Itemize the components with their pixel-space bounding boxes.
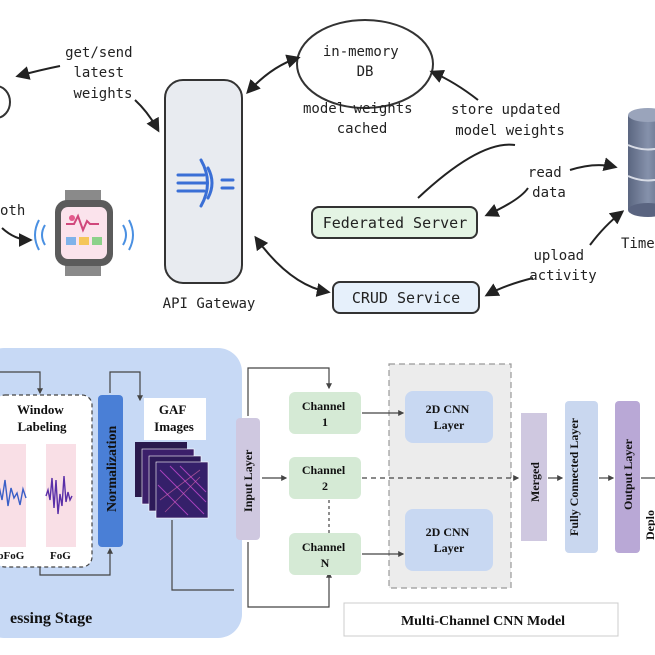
fc-layer-label: Fully Connected Layer — [567, 417, 581, 536]
merged-bar — [521, 413, 547, 541]
deploy-label: Deplo — [643, 510, 655, 540]
arrow-get-weights — [15, 65, 61, 80]
fc-layer-bar — [565, 401, 598, 553]
input-layer-bar — [236, 418, 260, 540]
line-into-window — [0, 371, 43, 395]
get-send-label: get/send latest weights — [65, 45, 141, 102]
normalization-label: Normalization — [105, 425, 120, 512]
api-gateway-label: API Gateway — [163, 296, 256, 312]
crud-service-box — [332, 281, 480, 314]
db-label: in-memory DB — [323, 44, 407, 80]
timeseries-db-icon — [627, 108, 655, 217]
federated-server-box — [311, 206, 478, 239]
api-gateway-icon — [176, 158, 235, 208]
phone-icon — [0, 85, 12, 119]
line-norm-to-gaf — [109, 371, 143, 402]
arrow-upload-db — [589, 210, 625, 246]
fog-label: FoG — [50, 550, 71, 562]
channel-1-box — [289, 392, 361, 434]
output-layer-bar — [615, 401, 640, 553]
arrow-read-db — [569, 157, 618, 172]
cnn-layer-1-label: 2D CNN Layer — [426, 402, 473, 432]
model-title-box — [343, 602, 619, 637]
channel-n-box — [289, 533, 361, 575]
nofog-signal — [0, 479, 27, 507]
read-data-label: read data — [528, 165, 570, 201]
normalization-bar — [98, 395, 123, 547]
line-input-chN — [247, 542, 332, 608]
fog-signal — [45, 475, 73, 515]
line-input-ch1 — [247, 367, 332, 416]
gaf-label-box — [144, 398, 206, 440]
channel-1-label: Channel 1 — [302, 399, 348, 429]
merged-label: Merged — [528, 462, 542, 502]
store-updated-label: store updated model weights — [451, 102, 569, 139]
line-gaf-to-input — [171, 520, 234, 591]
channel-2-label: Channel 2 — [302, 463, 348, 493]
cnn-layer-n-box — [405, 509, 493, 571]
arrow-to-gateway — [134, 99, 160, 133]
line-federated-store — [417, 143, 516, 199]
upload-activity-label: upload activity — [529, 248, 596, 284]
input-layer-label: Input Layer — [241, 449, 255, 512]
channel-2-box — [289, 457, 361, 499]
gaf-image-stack — [135, 442, 209, 519]
arrow-gateway-db — [246, 54, 301, 95]
crud-service-label: CRUD Service — [352, 289, 460, 307]
gaf-images-label: GAF Images — [154, 402, 194, 434]
output-layer-label: Output Layer — [621, 438, 635, 510]
arrow-upload-crud — [484, 277, 534, 297]
arrow-store-db — [429, 70, 479, 101]
arrow-read-federated — [484, 187, 529, 217]
model-cached-label: model weights cached — [303, 101, 421, 137]
smartwatch-icon — [34, 190, 134, 276]
bluetooth-label: oth — [0, 203, 25, 219]
cnn-layer-n-label: 2D CNN Layer — [426, 525, 473, 555]
timeseries-label: Time — [621, 236, 655, 252]
model-title-label: Multi-Channel CNN Model — [401, 614, 565, 629]
cnn-layer-1-box — [405, 391, 493, 443]
preprocessing-label: essing Stage — [10, 610, 92, 627]
channel-n-label: Channel N — [302, 540, 348, 570]
nofog-label: oFoG — [0, 550, 25, 562]
window-labeling-label: Window Labeling — [17, 402, 67, 434]
arrow-bluetooth — [1, 227, 33, 247]
federated-server-label: Federated Server — [323, 214, 468, 232]
arrow-gateway-crud — [254, 235, 331, 297]
line-into-normalization — [39, 547, 113, 576]
